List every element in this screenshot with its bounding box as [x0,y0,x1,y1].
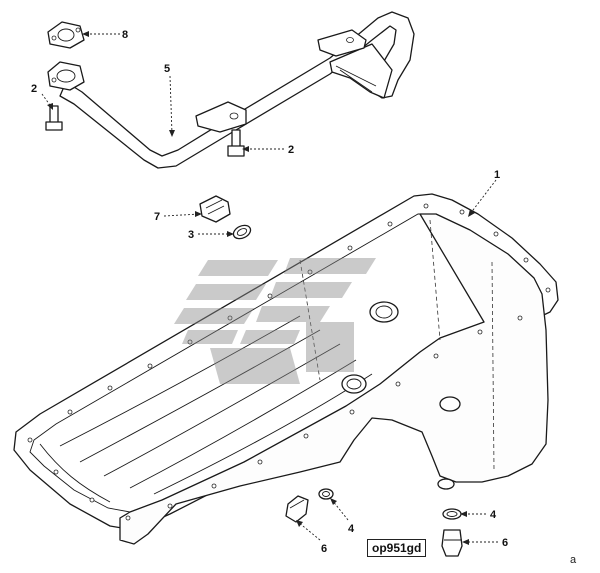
figure-code-label: op951gd [367,539,427,557]
oil-pan [13,193,559,545]
corner-mark: a [570,554,577,566]
sealing-washer-left [318,488,334,500]
callout-labels: 8 2 5 2 1 7 3 4 6 4 6 [31,29,508,555]
leader-lines [41,31,498,545]
drain-plug-right [441,529,463,557]
callout-2-bracket: 2 [288,144,294,156]
callout-1: 1 [494,169,500,181]
callout-6-left: 6 [321,543,327,555]
flange-bolt-holes [27,203,551,521]
bracket-bolt [227,129,245,157]
callout-3: 3 [188,229,194,241]
callout-5: 5 [164,63,170,75]
seal-ring-upper [232,224,252,240]
callout-7: 7 [154,211,160,223]
sealing-washer-right [442,508,462,520]
callout-6-right: 6 [502,537,508,549]
sensor-plug [199,195,231,223]
drain-plug-left [285,495,309,523]
watermark-logo [174,258,376,384]
oil-suction-pipe [59,11,415,169]
flange-bolt [45,105,63,131]
callout-4-right: 4 [490,509,497,521]
callout-2-flange: 2 [31,83,37,95]
callout-8: 8 [122,29,128,41]
callout-4-left: 4 [348,523,355,535]
pipe-flange-gasket [47,21,85,91]
